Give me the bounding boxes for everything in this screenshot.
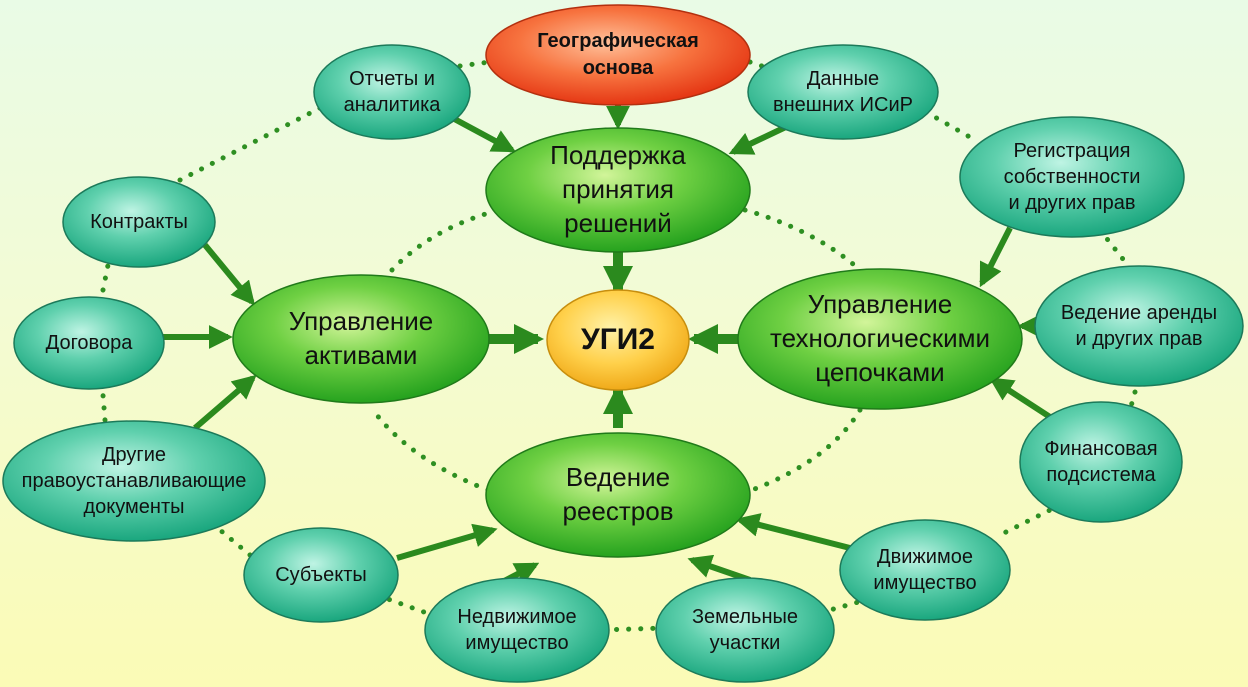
node-support-shape bbox=[485, 127, 751, 253]
arrow-otherdocs-to-assets bbox=[193, 374, 257, 431]
node-otherdocs-shape bbox=[2, 420, 266, 542]
node-realestate-shape bbox=[424, 577, 610, 683]
node-tech-shape bbox=[737, 268, 1023, 410]
dotted-rings bbox=[100, 59, 1138, 633]
node-movable-shape bbox=[839, 519, 1011, 621]
node-contracts-shape bbox=[62, 176, 216, 268]
node-reports-shape bbox=[313, 44, 471, 140]
node-shapes bbox=[2, 4, 1244, 683]
arrow-finance-to-tech bbox=[988, 377, 1052, 420]
node-center-shape bbox=[546, 289, 690, 391]
arrow-reports-to-support bbox=[445, 112, 517, 153]
node-agreements-shape bbox=[13, 296, 165, 390]
arrow-subjects-to-registries bbox=[396, 523, 498, 561]
node-subjects-shape bbox=[243, 527, 399, 623]
node-finance-shape bbox=[1019, 401, 1183, 523]
arrow-movable-to-registries bbox=[735, 513, 851, 551]
arrow-contracts-to-assets bbox=[202, 243, 256, 306]
arrow-ownership-to-tech bbox=[979, 226, 1013, 288]
node-assets-shape bbox=[232, 274, 490, 404]
outer-dotted-ring bbox=[100, 59, 1138, 633]
node-geo-shape bbox=[485, 4, 751, 106]
node-land-shape bbox=[655, 577, 835, 683]
node-lease-shape bbox=[1034, 265, 1244, 387]
arrow-external-to-support bbox=[728, 122, 792, 155]
node-registries-shape bbox=[485, 432, 751, 558]
node-external-shape bbox=[747, 44, 939, 140]
node-ownership-shape bbox=[959, 116, 1185, 238]
arrow-land-to-registries bbox=[687, 554, 751, 583]
